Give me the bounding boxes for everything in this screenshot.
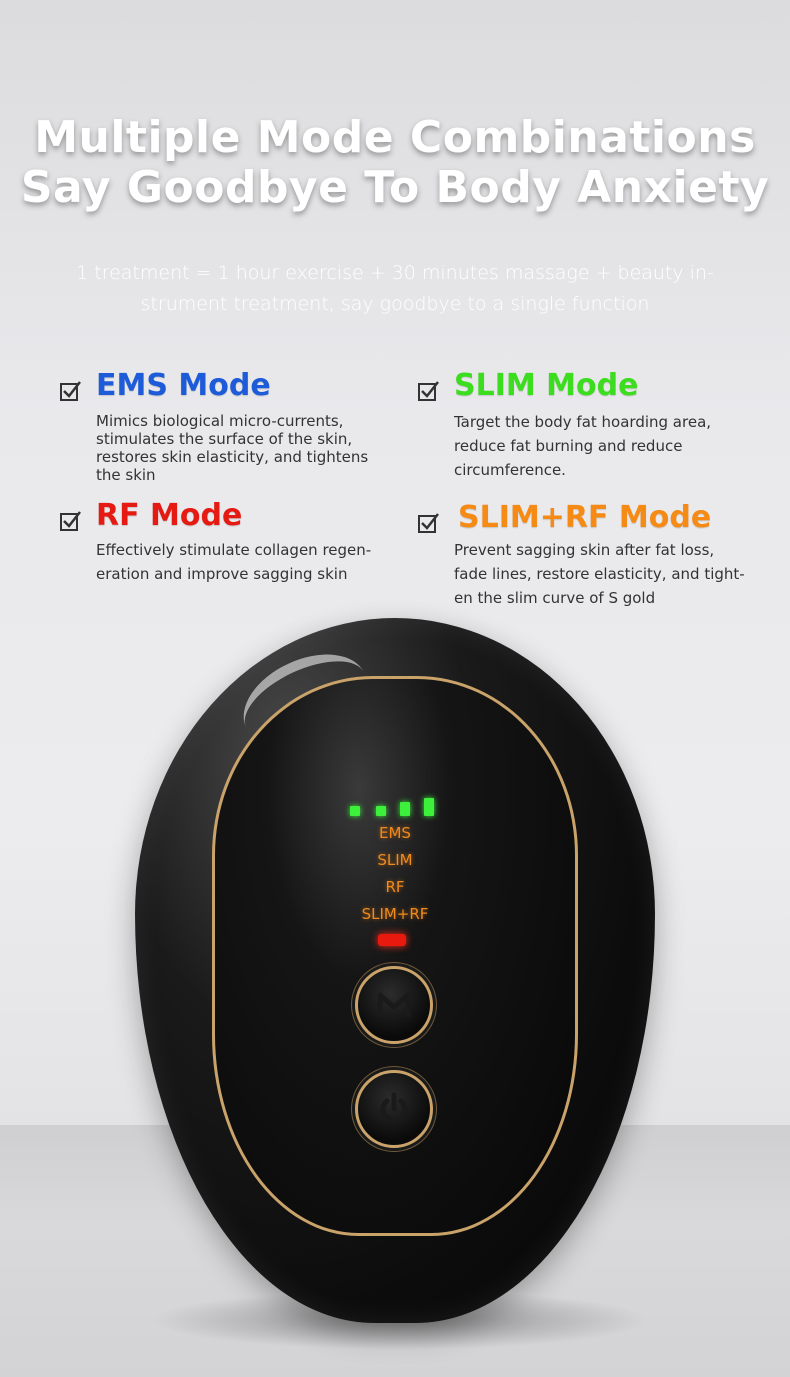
device-gold-ring — [212, 676, 578, 1236]
mode-description: Mimics biological micro-currents, stimul… — [96, 412, 386, 484]
mode-title: SLIM+RF Mode — [458, 500, 712, 535]
mode-description: Target the body fat hoarding area, reduc… — [454, 410, 744, 482]
desc-line: eration and improve sagging skin — [96, 565, 348, 583]
subtitle: 1 treatment = 1 hour exercise + 30 minut… — [60, 258, 730, 320]
desc-line: Effectively stimulate collagen regen- — [96, 541, 372, 559]
led-bar — [350, 806, 360, 816]
desc-line: Mimics biological micro-currents, — [96, 412, 344, 430]
mode-button[interactable] — [355, 966, 433, 1044]
desc-line: en the slim curve of S gold — [454, 589, 656, 607]
subtitle-line-1: 1 treatment = 1 hour exercise + 30 minut… — [76, 262, 714, 284]
panel-label-ems: EMS — [379, 824, 411, 842]
desc-line: stimulates the surface of the skin, — [96, 430, 353, 448]
mode-title: RF Mode — [96, 498, 243, 533]
desc-line: reduce fat burning and reduce — [454, 437, 683, 455]
mode-title: EMS Mode — [96, 368, 271, 403]
desc-line: circumference. — [454, 461, 566, 479]
desc-line: Target the body fat hoarding area, — [454, 413, 712, 431]
headline-line-1: Multiple Mode Combinations — [34, 112, 756, 163]
desc-line: fade lines, restore elasticity, and tigh… — [454, 565, 745, 583]
mode-title: SLIM Mode — [454, 368, 639, 403]
panel-label-rf: RF — [385, 878, 405, 896]
led-bar — [376, 806, 386, 816]
battery-indicator-icon — [378, 934, 406, 946]
led-bar — [424, 798, 434, 816]
checkbox-checked-icon — [418, 513, 439, 533]
led-bar — [400, 802, 410, 816]
headline-line-2: Say Goodbye To Body Anxiety — [20, 162, 770, 213]
panel-label-slim: SLIM — [377, 851, 413, 869]
power-icon — [380, 1092, 408, 1123]
power-button[interactable] — [355, 1070, 433, 1148]
checkbox-checked-icon — [60, 381, 81, 401]
desc-line: Prevent sagging skin after fat loss, — [454, 541, 715, 559]
panel-label-slim-rf: SLIM+RF — [361, 905, 429, 923]
desc-line: restores skin elasticity, and tightens — [96, 448, 369, 466]
desc-line: the skin — [96, 466, 156, 484]
checkbox-checked-icon — [60, 511, 81, 531]
checkbox-checked-icon — [418, 381, 439, 401]
mode-description: Effectively stimulate collagen regen- er… — [96, 538, 386, 586]
mode-description: Prevent sagging skin after fat loss, fad… — [454, 538, 754, 610]
intensity-leds — [350, 796, 440, 816]
m-logo-icon — [377, 992, 411, 1017]
subtitle-line-2: strument treatment, say goodbye to a sin… — [140, 293, 650, 315]
